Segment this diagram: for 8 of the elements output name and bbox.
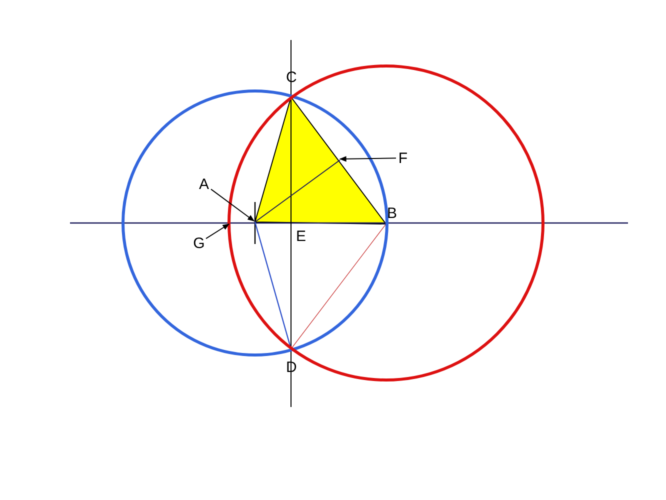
leader-arrow: [210, 188, 255, 222]
point-label: G: [192, 234, 206, 252]
leader-arrow: [206, 224, 230, 240]
leader-arrow: [339, 156, 396, 162]
point-label: A: [197, 175, 211, 193]
point-label: E: [296, 229, 306, 244]
point-label: F: [396, 149, 410, 167]
point-label: B: [387, 206, 398, 221]
